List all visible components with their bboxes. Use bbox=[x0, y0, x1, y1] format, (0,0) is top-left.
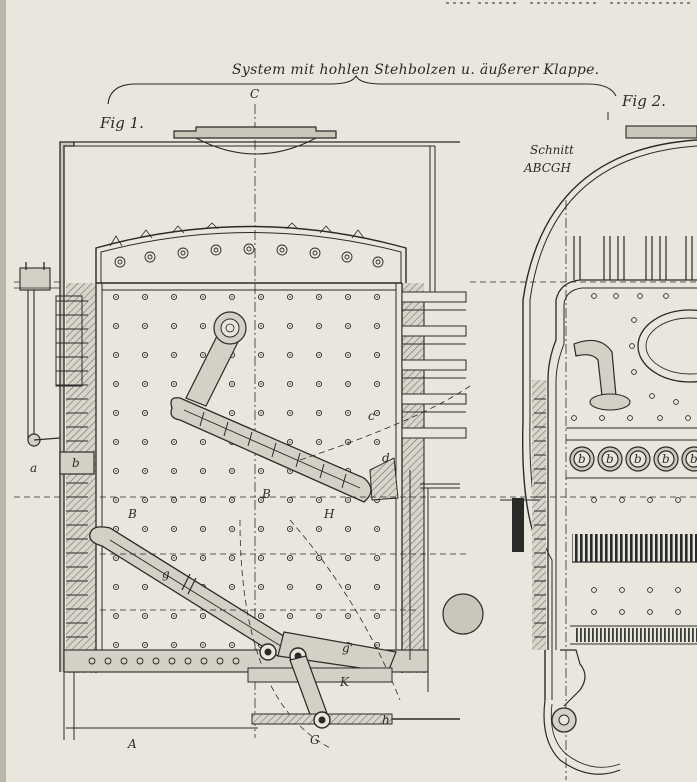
left-water-leg-ladder bbox=[66, 300, 88, 660]
label-g-prime: g' bbox=[342, 641, 353, 655]
label-B-lower: B bbox=[127, 507, 137, 521]
label-K: K bbox=[339, 675, 350, 689]
construction-lines bbox=[100, 385, 471, 749]
title-group: System mit hohlen Stehbolzen u. äußerer … bbox=[107, 62, 617, 105]
fig2-bottom-lever bbox=[560, 649, 586, 707]
fig2-rivets bbox=[571, 293, 691, 615]
label-g: g bbox=[162, 567, 170, 581]
tube-label-1: b bbox=[578, 452, 586, 466]
left-margin-fold bbox=[0, 0, 6, 782]
tube-label-2: b bbox=[606, 452, 614, 466]
drawing-title: System mit hohlen Stehbolzen u. äußerer … bbox=[232, 62, 599, 78]
dome-plate bbox=[173, 126, 337, 139]
tube-label-4: b bbox=[662, 452, 670, 466]
label-B-upper: B bbox=[261, 487, 271, 501]
crown-stays bbox=[114, 243, 384, 268]
channel-ribs bbox=[199, 411, 347, 489]
fig2-section-line2: ABCGH bbox=[523, 161, 571, 175]
label-H: H bbox=[323, 507, 335, 521]
tube-label-3: b bbox=[634, 452, 642, 466]
fig2-tube-labels: b b b b b bbox=[578, 452, 697, 466]
fig1: Fig 1. C bbox=[14, 87, 484, 749]
fig1-labels: a b c d B H B g g' K G h A bbox=[30, 409, 390, 751]
fig2-tube-ends bbox=[569, 446, 697, 472]
right-water-leg bbox=[402, 283, 424, 673]
fig2-section-line1: Schnitt bbox=[530, 143, 574, 157]
label-G: G bbox=[310, 733, 320, 747]
crown-sheet bbox=[95, 225, 407, 283]
fig2: Fig 2. Schnitt ABCGH bbox=[470, 92, 697, 780]
staybolt-field bbox=[104, 292, 396, 648]
fig2-side-bracket bbox=[512, 498, 524, 552]
label-b: b bbox=[72, 456, 80, 470]
fig2-firedoor-oval bbox=[637, 309, 697, 383]
fig1-label: Fig 1. bbox=[99, 114, 144, 132]
fig1-section-label: C bbox=[250, 87, 259, 101]
label-h: h bbox=[382, 713, 390, 727]
round-shaft bbox=[442, 593, 484, 635]
outer-shell bbox=[59, 141, 75, 672]
fig2-label: Fig 2. bbox=[621, 92, 666, 110]
foundation-rivets bbox=[88, 657, 240, 665]
fig2-dome bbox=[625, 125, 697, 139]
tube-plate bbox=[401, 291, 467, 439]
fitting-b bbox=[59, 451, 95, 475]
tube-label-5: b bbox=[690, 452, 697, 466]
label-a: a bbox=[30, 461, 37, 475]
label-c: c bbox=[368, 409, 375, 423]
title-brace bbox=[107, 74, 617, 105]
label-A: A bbox=[127, 737, 137, 751]
fig2-grate-bars bbox=[572, 534, 697, 562]
label-d: d bbox=[382, 451, 390, 465]
bearing-block-k bbox=[247, 667, 393, 683]
fig2-vertical-pipes bbox=[573, 236, 693, 280]
valve-d-housing bbox=[369, 457, 399, 501]
fig2-lower-grate bbox=[576, 628, 697, 642]
lever-a bbox=[27, 290, 35, 440]
